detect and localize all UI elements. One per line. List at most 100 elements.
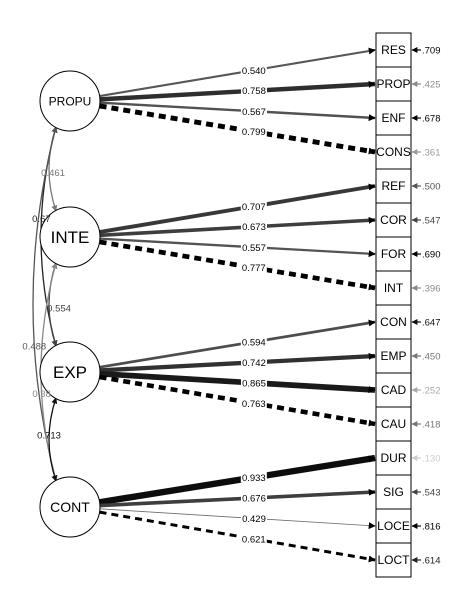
loading-value: 0.567	[242, 107, 266, 118]
loading-path	[99, 454, 376, 506]
loading-label-bg	[240, 335, 267, 347]
indicator-box-for	[375, 236, 412, 272]
indicator-box-dur	[375, 440, 412, 476]
loading-path	[99, 510, 376, 563]
loading-label-bg	[240, 241, 267, 253]
correlation-value: 0.38	[32, 389, 51, 400]
loading-label-bg	[240, 105, 267, 117]
correlation-value: 0.461	[41, 168, 65, 179]
loading-path	[99, 508, 376, 530]
factor-label-exp: EXP	[53, 363, 87, 382]
residual-value: .678	[422, 114, 441, 125]
indicator-label-loce: LOCE	[377, 519, 410, 533]
factor-label-cont: CONT	[50, 499, 90, 515]
loading-value: 0.707	[242, 202, 266, 213]
loading-path	[99, 216, 376, 238]
loading-path	[99, 47, 376, 98]
indicator-label-ref: REF	[382, 179, 406, 193]
residual-value: .450	[422, 352, 441, 363]
loading-label-bg	[240, 376, 267, 388]
indicator-box-sig	[375, 474, 412, 510]
loading-value: 0.621	[242, 534, 266, 545]
indicator-label-loct: LOCT	[377, 553, 410, 567]
factor-node-exp	[39, 341, 101, 403]
indicator-box-loce	[375, 508, 412, 544]
loading-path	[99, 352, 376, 373]
loading-value: 0.673	[242, 222, 266, 233]
indicator-label-cor: COR	[380, 213, 407, 227]
correlation-value: 0.713	[37, 430, 61, 441]
indicator-label-con: CON	[380, 315, 407, 329]
loading-path	[99, 374, 376, 427]
loading-label-bg	[240, 220, 267, 232]
indicator-label-enf: ENF	[382, 111, 406, 125]
indicator-label-sig: SIG	[383, 485, 404, 499]
residual-value: .709	[422, 46, 441, 57]
residual-value: .614	[422, 556, 441, 567]
loading-label-bg	[240, 532, 267, 544]
residual-value: .547	[422, 216, 441, 227]
indicator-box-enf	[375, 100, 412, 136]
indicator-label-cad: CAD	[381, 383, 407, 397]
loading-path	[99, 80, 376, 102]
loading-value: 0.429	[242, 514, 266, 525]
correlation-value: 0.488	[22, 341, 46, 352]
correlation-value: 0.67	[32, 214, 51, 225]
loading-path	[99, 370, 376, 394]
loading-label-bg	[240, 491, 267, 503]
indicator-label-dur: DUR	[381, 451, 407, 465]
indicator-label-emp: EMP	[380, 349, 406, 363]
factor-node-propu	[39, 70, 101, 132]
loading-value: 0.540	[242, 66, 266, 77]
loading-value: 0.676	[242, 493, 266, 504]
factor-node-inte	[39, 206, 101, 268]
loading-label-bg	[240, 397, 267, 409]
indicator-box-cons	[375, 134, 412, 170]
residual-value: .396	[422, 284, 441, 295]
factor-label-propu: PROPU	[49, 94, 92, 108]
loading-path	[99, 101, 376, 122]
loading-value: 0.865	[242, 378, 266, 389]
indicator-label-prop: PROP	[376, 77, 410, 91]
loading-value: 0.777	[242, 263, 266, 274]
indicator-box-loct	[375, 542, 412, 578]
residual-value: .816	[422, 522, 441, 533]
residual-value: .500	[422, 182, 441, 193]
loading-label-bg	[240, 84, 267, 96]
loading-label-bg	[240, 512, 267, 524]
indicator-label-cau: CAU	[381, 417, 406, 431]
correlation-path	[48, 397, 58, 482]
residual-value: .425	[422, 80, 441, 91]
loading-label-bg	[240, 471, 267, 483]
factor-label-inte: INTE	[51, 228, 90, 247]
indicator-box-cad	[375, 372, 412, 408]
indicator-label-res: RES	[381, 43, 406, 57]
loading-path	[99, 239, 376, 291]
indicator-box-prop	[375, 66, 412, 102]
factor-node-cont	[39, 476, 101, 538]
loading-value: 0.594	[242, 337, 266, 348]
loading-value: 0.763	[242, 399, 266, 410]
loading-path	[99, 319, 376, 369]
indicator-box-emp	[375, 338, 412, 374]
loading-value: 0.742	[242, 358, 266, 369]
residual-value: .361	[422, 148, 441, 159]
loading-value: 0.799	[242, 127, 266, 138]
loading-label-bg	[240, 64, 267, 76]
loading-label-bg	[240, 356, 267, 368]
residual-value: .543	[422, 488, 441, 499]
loading-label-bg	[240, 261, 267, 273]
correlation-value: 0.554	[47, 304, 71, 315]
residual-value: .418	[422, 420, 441, 431]
residual-value: .690	[422, 250, 441, 261]
loading-path	[99, 488, 376, 508]
residual-value: .252	[422, 386, 441, 397]
indicator-label-int: INT	[384, 281, 404, 295]
loading-label-bg	[240, 200, 267, 212]
residual-value: .647	[422, 318, 441, 329]
indicator-box-cor	[375, 202, 412, 238]
loading-path	[99, 237, 376, 258]
loading-value: 0.758	[242, 86, 266, 97]
loading-path	[99, 183, 376, 234]
